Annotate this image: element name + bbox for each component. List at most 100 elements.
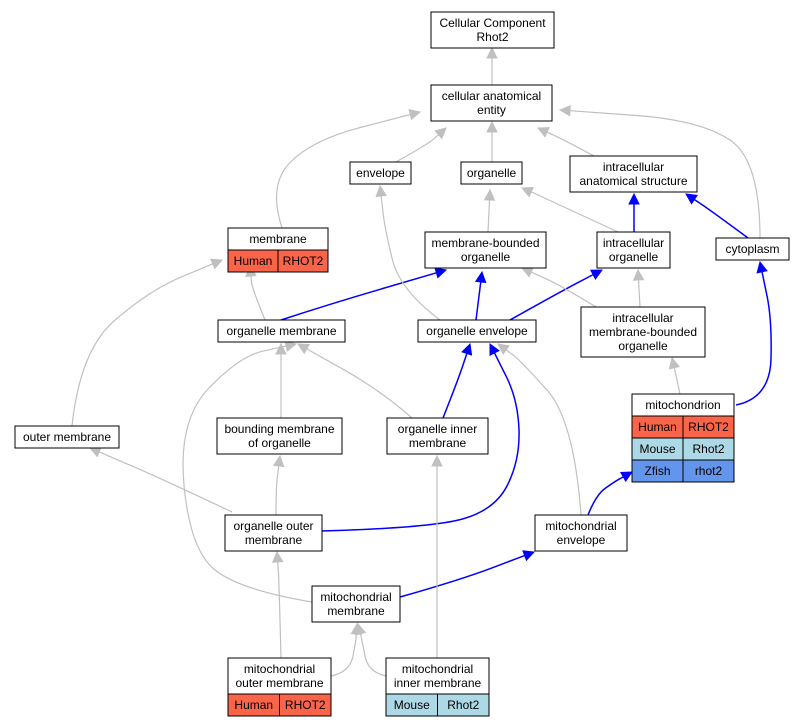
node-label: inner membrane — [394, 676, 482, 690]
node-box — [430, 11, 555, 49]
node-box — [217, 319, 346, 343]
node-label: organelle envelope — [426, 324, 528, 338]
edge-membrane-om — [250, 275, 266, 321]
edge-mbo-om — [280, 272, 437, 321]
node-cytoplasm[interactable]: cytoplasm — [715, 237, 790, 261]
gene-cell — [279, 693, 332, 717]
edge-cytoplasm-mito — [735, 271, 772, 406]
arrowhead-membrane-outer — [210, 258, 224, 270]
node-label: cellular anatomical — [442, 89, 541, 103]
arrowhead-oim-mim — [431, 454, 443, 467]
edge-cae-cytoplasm — [569, 110, 761, 239]
gene-label: RHOT2 — [688, 420, 729, 434]
node-label: intracellular — [612, 311, 673, 325]
arrowhead-oe-oim — [461, 342, 473, 356]
node-oe[interactable]: organelle envelope — [417, 319, 537, 343]
arrowhead-oom-mom — [271, 550, 284, 563]
node-outer[interactable]: outer membrane — [14, 425, 120, 449]
gene-cell — [682, 459, 735, 483]
species-label: Mouse — [639, 442, 675, 456]
edge-membrane-outer — [71, 263, 213, 427]
arrowhead-mm-mim — [354, 622, 367, 636]
edge-mbo-imbo — [530, 271, 597, 308]
edge-bmo-oom — [275, 465, 280, 516]
node-box — [216, 417, 343, 455]
arrowhead-envelope-oe — [375, 184, 387, 198]
node-label: membrane-bounded — [589, 325, 697, 339]
arrowhead-om-oim — [297, 343, 310, 355]
node-box — [424, 231, 547, 269]
edge-outer-oom — [98, 451, 233, 513]
node-box — [386, 417, 489, 455]
arrowhead-cae-membrane — [408, 109, 422, 121]
arrowhead-om-mm — [284, 340, 298, 352]
node-box — [596, 231, 671, 269]
arrowhead-mbo-imbo — [520, 266, 534, 278]
arrowhead-organelle-mbo — [483, 188, 496, 201]
node-box — [14, 425, 120, 449]
species-label: Mouse — [394, 698, 430, 712]
node-label: organelle — [618, 339, 668, 353]
node-label: organelle — [609, 250, 659, 264]
node-label: envelope — [557, 533, 606, 547]
node-label: cytoplasm — [725, 242, 779, 256]
node-label: of organelle — [248, 436, 311, 450]
arrowhead-io-imbo — [632, 268, 645, 281]
node-label: organelle membrane — [226, 324, 336, 338]
node-label: anatomical structure — [579, 174, 687, 188]
node-box — [430, 84, 553, 122]
node-label: mitochondrial — [244, 662, 315, 676]
node-label: Rhot2 — [476, 30, 508, 44]
node-organelle[interactable]: organelle — [460, 161, 523, 185]
arrowhead-outer-oom — [88, 446, 102, 458]
arrowhead-io-oe — [590, 269, 603, 281]
gene-cell — [437, 693, 490, 717]
node-label: envelope — [356, 166, 405, 180]
edge-cae-ias — [546, 131, 595, 157]
node-label: Cellular Component — [439, 16, 546, 30]
node-label: membrane-bounded — [431, 236, 539, 250]
gene-cell — [277, 249, 329, 273]
edge-om-oim — [306, 348, 413, 419]
arrowhead-mbo-oe — [474, 270, 487, 284]
node-label: outer membrane — [235, 676, 323, 690]
node-label: membrane — [245, 533, 303, 547]
arrowhead-root-cae — [486, 46, 498, 59]
node-label: organelle outer — [233, 519, 313, 533]
edge-menv-mm — [399, 554, 525, 598]
node-box — [224, 514, 323, 552]
arrowhead-menv-mm — [522, 550, 536, 562]
node-envelope[interactable]: envelope — [349, 161, 412, 185]
edge-oe-menv — [505, 349, 582, 516]
node-label: organelle — [467, 166, 517, 180]
node-om[interactable]: organelle membrane — [217, 319, 346, 343]
arrowhead-cae-organelle — [486, 120, 498, 133]
node-box — [715, 237, 790, 261]
species-label: Human — [234, 698, 273, 712]
arrowhead-imbo-mito — [668, 356, 681, 370]
edge-cae-envelope — [395, 134, 439, 163]
arrowhead-cae-envelope — [434, 127, 447, 140]
node-label: organelle — [461, 250, 511, 264]
